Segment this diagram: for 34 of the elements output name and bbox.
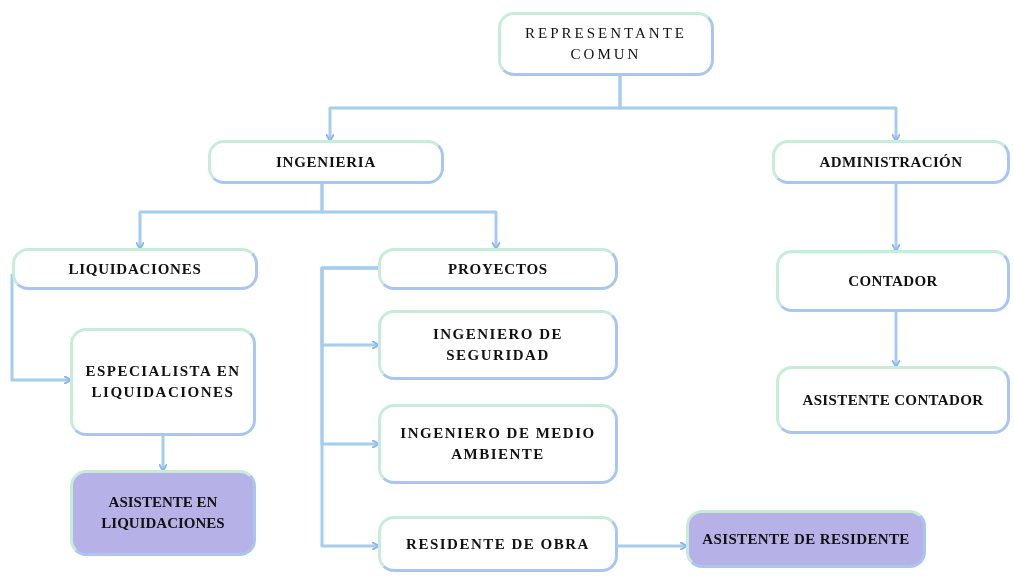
connector-arrow [891,312,901,368]
org-box [378,310,618,380]
org-box [378,248,618,290]
connector-arrow [320,266,380,551]
org-box [686,510,926,568]
org-box [776,250,1010,312]
box-label: ASISTENTE DE RESIDENTE [702,529,910,549]
org-box [776,366,1010,434]
connector-arrow [320,184,501,250]
org-box [378,516,618,572]
box-label: REPRESENTANTE COMUN [524,24,688,64]
box-label: INGENIERIA [276,152,376,172]
org-box [12,248,258,290]
org-box [70,470,256,556]
org-box [772,140,1010,184]
connector-arrow [618,76,901,142]
box-label: LIQUIDACIONES [68,259,202,279]
box-label: ADMINISTRACIÓN [819,152,963,172]
connector-arrow [158,436,168,472]
connector-arrow [618,541,688,551]
box-label: ASISTENTE EN LIQUIDACIONES [100,493,226,533]
box-label: PROYECTOS [448,259,548,279]
box-label: CONTADOR [848,271,938,291]
box-label: RESIDENTE DE OBRA [406,534,590,554]
org-box [208,140,444,184]
org-box [70,328,256,436]
box-label: INGENIERO DE MEDIO AMBIENTE [399,424,597,464]
box-label: INGENIERO DE SEGURIDAD [431,325,565,365]
connector-arrow [891,184,901,252]
org-box [378,404,618,484]
box-label: ASISTENTE CONTADOR [802,390,984,410]
connector-arrow [10,274,72,385]
org-box [498,12,714,76]
box-label: ESPECIALISTA EN LIQUIDACIONES [84,362,242,402]
